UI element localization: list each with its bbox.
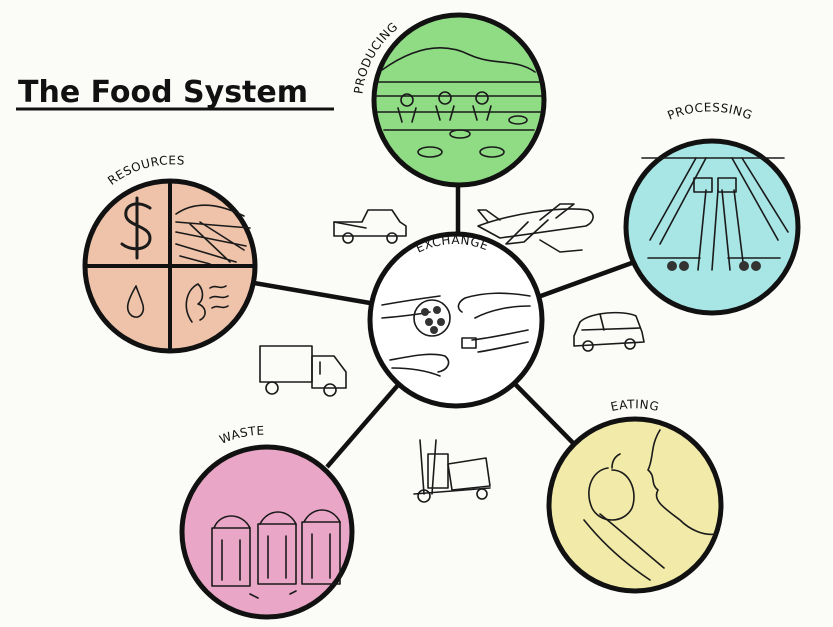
delivery-truck-icon [259,345,347,397]
pickup-truck-icon [333,209,407,244]
spoke-waste [325,383,400,469]
eating-label: EATING [609,397,660,414]
exchange-circle [367,231,545,409]
node-waste: WASTE [179,424,355,620]
connector-lines [253,187,641,469]
producing-circle [371,12,547,188]
svg-text:The Food System: The Food System [18,75,308,110]
water-drop-icon [126,285,145,318]
processing-label: PROCESSING [665,100,754,122]
car-icon [573,311,645,352]
plowed-field-icon [175,204,251,265]
page-title: The Food System [16,75,334,111]
node-eating: EATING [546,397,724,594]
hand-truck-icon [413,439,491,503]
node-processing: PROCESSING [623,100,801,316]
waste-circle [179,444,355,620]
node-exchange: EXCHANGE [367,231,545,409]
spoke-eating [512,381,580,450]
spoke-processing [537,257,641,300]
waste-label: WASTE [217,424,264,447]
dollar-sign-icon [120,196,152,260]
person-breathing-icon [185,283,229,323]
spoke-resources [253,280,371,306]
eating-circle [546,416,724,594]
hands-exchanging-icon [381,292,531,377]
processing-circle [623,138,801,316]
person-eating-apple-icon [583,429,717,581]
node-producing: PRODUCING [351,12,547,188]
garbage-cans-icon [211,509,341,599]
node-resources: RESOURCES [82,153,258,354]
farm-field-icon [375,47,543,158]
conveyor-belt-icon [641,157,789,271]
airplane-icon [477,203,594,253]
